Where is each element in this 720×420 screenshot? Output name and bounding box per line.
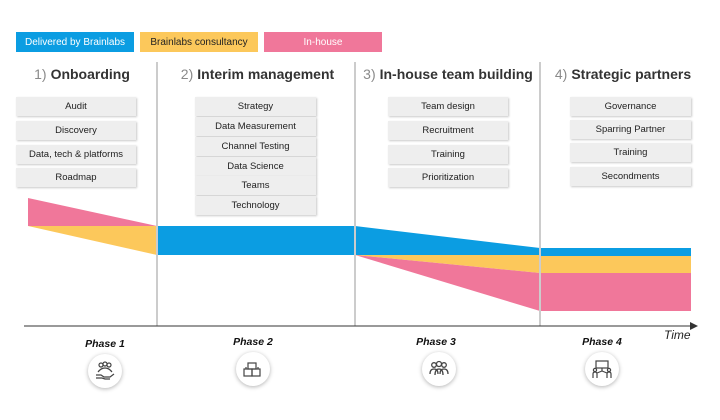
phase-3-item: Prioritization xyxy=(388,168,508,187)
phase-3-item: Team design xyxy=(388,97,508,116)
phase-4-item: Sparring Partner xyxy=(570,120,691,139)
time-axis-label: Time xyxy=(664,328,691,342)
phase-1-item: Roadmap xyxy=(16,168,136,187)
phase-title-text: In-house team building xyxy=(379,66,533,82)
phase-number: 4) xyxy=(554,66,568,82)
phase-2-item: Strategy xyxy=(195,97,316,116)
phase-number: 1) xyxy=(34,66,47,82)
phase-4-item: Training xyxy=(570,143,691,162)
phase-2-item: Technology xyxy=(195,196,316,215)
brainlabs-band-phase-4 xyxy=(540,248,691,256)
phase-1-icon-circle xyxy=(88,354,122,388)
legend-in-house: In-house xyxy=(264,32,382,52)
phase-4-item: Secondments xyxy=(570,167,691,186)
legend-delivered-by-brainlabs: Delivered by Brainlabs xyxy=(16,32,134,52)
phase-4-icon-circle xyxy=(585,352,619,386)
legend-label: In-house xyxy=(303,36,343,48)
phase-title-text: Strategic partners xyxy=(571,66,692,82)
in-house-band-phase-1 xyxy=(28,198,157,226)
phase-1-item: Discovery xyxy=(16,121,136,140)
brainlabs-band-phase-3 xyxy=(355,226,540,255)
phase-1-label: Phase 1 xyxy=(85,338,125,350)
phase-2-label: Phase 2 xyxy=(233,336,273,348)
hand-holding-people-icon xyxy=(96,361,115,380)
consultancy-band-phase-4 xyxy=(540,256,691,273)
time-axis-arrow xyxy=(690,322,698,330)
phase-3-title: 3) In-house team building xyxy=(360,64,536,84)
building-blocks-icon xyxy=(243,362,261,377)
legend-label: Brainlabs consultancy xyxy=(150,36,248,48)
brainlabs-band-phase-2 xyxy=(157,226,355,255)
phase-1-item: Audit xyxy=(16,97,136,116)
phase-3-icon-circle xyxy=(422,352,456,386)
phase-2-item: Channel Testing xyxy=(195,137,316,156)
phase-number: 3) xyxy=(363,66,376,82)
phase-2-item: Teams xyxy=(195,176,316,195)
phase-3-item: Recruitment xyxy=(388,121,508,140)
phase-4-title: 4) Strategic partners xyxy=(548,64,698,84)
in-house-band-phase-3 xyxy=(355,255,540,311)
phase-1-item: Data, tech & platforms xyxy=(16,145,136,164)
phase-2-title: 2) Interim management xyxy=(170,64,345,84)
phase-3-label: Phase 3 xyxy=(416,336,456,348)
legend-brainlabs-consultancy: Brainlabs consultancy xyxy=(140,32,258,52)
phase-title-text: Onboarding xyxy=(50,66,130,82)
phase-title-text: Interim management xyxy=(197,66,335,82)
phase-1-title: 1) Onboarding xyxy=(12,64,152,84)
in-house-band-phase-4 xyxy=(540,273,691,311)
team-icon xyxy=(429,360,449,376)
phase-4-item: Governance xyxy=(570,97,691,116)
phase-4-label: Phase 4 xyxy=(582,336,622,348)
phase-3-item: Training xyxy=(388,145,508,164)
phase-2-icon-circle xyxy=(236,352,270,386)
phase-2-item: Data Science xyxy=(195,157,316,176)
consultancy-band-phase-1 xyxy=(28,226,157,255)
phase-number: 2) xyxy=(180,66,194,82)
legend-label: Delivered by Brainlabs xyxy=(24,36,126,48)
phase-2-item: Data Measurement xyxy=(195,117,316,136)
presentation-partners-icon xyxy=(592,360,612,378)
